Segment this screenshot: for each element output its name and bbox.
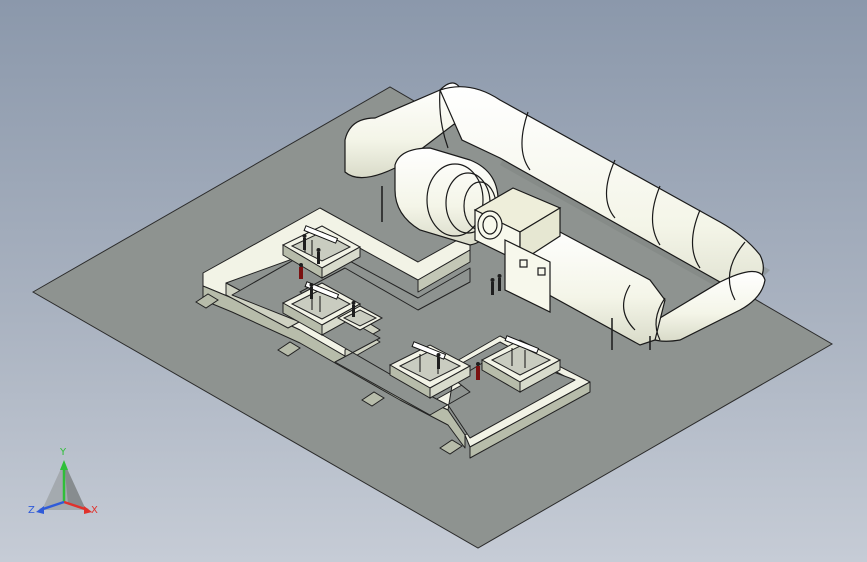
ductwork[interactable] [344,82,766,346]
basin-4[interactable] [480,339,562,393]
human-figures [299,234,502,380]
duct-elbow-left[interactable] [344,82,471,179]
channel-floor [231,244,576,439]
stairs[interactable] [195,293,463,455]
orientation-triad[interactable]: Y X Z [24,444,108,528]
front-wall-side [469,381,591,459]
z-axis-label: Z [28,505,35,516]
fan-ring-1 [426,163,484,237]
basin-3[interactable] [388,344,472,399]
x-axis-label: X [91,505,98,516]
air-handler-box[interactable] [473,187,562,313]
duct-supports [381,186,651,350]
right-wall-side [417,249,471,293]
y-axis-label: Y [60,447,67,458]
floor-slab[interactable] [31,86,833,549]
outer-wall-side [202,285,466,449]
